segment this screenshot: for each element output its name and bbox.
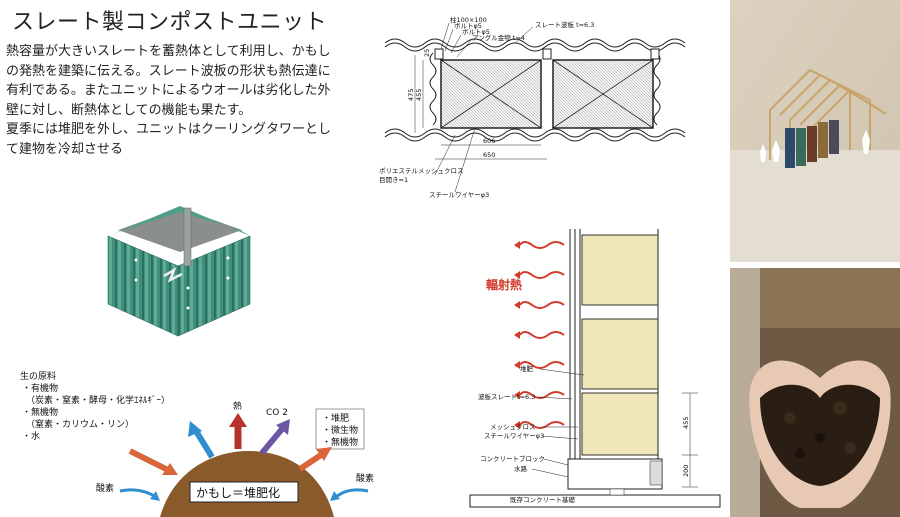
dim-200: 200 (682, 465, 690, 477)
co2-arrow (259, 419, 290, 455)
dim-455: 455 (415, 89, 423, 101)
label-bolt-2: ボルトφ5 (462, 28, 490, 36)
label-block: コンクリートブロック (480, 454, 545, 463)
unit-divider (183, 207, 192, 267)
blue-output-arrow (188, 421, 215, 459)
description-line: 壁に対し、断熱体としての機能も果たす。 (6, 102, 252, 118)
outputs-box (315, 408, 365, 450)
oxygen-label-left: 酸素 (96, 482, 114, 494)
co2-label: CO 2 (266, 408, 288, 418)
description-line: 熱容量が大きいスレートを蓄熱体として利用し、かもし (6, 44, 331, 59)
mound-label: かもし＝堆肥化 (196, 486, 280, 500)
compost-block-2 (581, 318, 659, 390)
unit-rim (108, 206, 250, 236)
raw-materials-title: 生の原料 (20, 370, 56, 382)
plan-drawing: 柱100×100 ボルトφ5 ボルトφ5 アングル金物 t=4 スレート波板 t… (379, 15, 686, 199)
dim-606: 606 (483, 137, 495, 145)
oxygen-arrow-left (119, 488, 160, 501)
page-title: スレート製コンポストユニット (12, 10, 328, 35)
heat-arrow (229, 413, 247, 449)
radiant-heat-label: 輻射熱 (486, 277, 522, 292)
radiant-heat-arrows (519, 241, 565, 429)
label-slate: 波板スレートt=6.3 (478, 392, 535, 401)
raw-materials-line: （窒素・カリウム・リン） (26, 418, 134, 430)
dim-25: 25 (423, 49, 431, 57)
model-photo (730, 0, 900, 262)
raw-materials-line: ・有機物 (22, 382, 58, 394)
unit-interior (118, 208, 242, 252)
heat-label: 熱 (233, 400, 242, 412)
oxygen-arrow-right (330, 488, 369, 501)
compost-block-3 (581, 392, 659, 456)
raw-materials-line: （炭素・窒素・酵母・化学ｴﾈﾙｷﾞｰ） (26, 394, 170, 406)
dim-650: 650 (483, 151, 495, 159)
input-arrow (128, 448, 178, 475)
unit-left-face (107, 235, 179, 337)
label-drain: 水路 (514, 464, 528, 473)
label-mesh: メッシュクロス (490, 423, 536, 431)
label-mesh: ポリエステルメッシュクロス (379, 167, 464, 175)
description-line: 有利である。またユニットによるウオールは劣化した外 (6, 83, 331, 98)
compost-block-1 (581, 234, 659, 306)
output-item: ・堆肥 (322, 413, 349, 424)
description-line: の発熱を建築に伝える。スレート波板の形状も熱伝達に (6, 63, 331, 79)
description-line: て建物を冷却させる (6, 141, 124, 157)
compost-photo (730, 268, 900, 517)
label-slate: スレート波板 t=6.3 (535, 20, 594, 29)
label-wire: スチールワイヤーφ3 (484, 432, 544, 440)
oxygen-label-right: 酸素 (356, 472, 374, 484)
label-bolt-1: ボルトφ5 (454, 22, 482, 30)
slate-unit-illustration (107, 206, 251, 337)
dim-455: 455 (682, 417, 690, 429)
unit-wire (163, 267, 183, 283)
unit-right-face (177, 235, 251, 337)
mound-label-box (189, 481, 299, 503)
label-compost: 堆肥 (520, 364, 534, 373)
label-foundation: 既存コンクリート基礎 (510, 495, 576, 504)
output-arrow (298, 447, 332, 472)
dim-475: 475 (407, 89, 415, 101)
foundation (469, 494, 721, 508)
label-angle: アングル金物 t=4 (472, 33, 525, 42)
output-item: ・微生物 (322, 424, 358, 436)
composting-diagram: かもし＝堆肥化 生の原料 ・有機物 （炭素・窒素・酵母・化学ｴﾈﾙｷﾞｰ） ・無… (20, 370, 374, 517)
description: 熱容量が大きいスレートを蓄熱体として利用し、かもし の発熱を建築に伝える。スレー… (6, 42, 374, 159)
output-item: ・無機物 (322, 436, 358, 448)
concrete-block (567, 458, 663, 490)
raw-materials-line: ・水 (22, 430, 40, 442)
description-line: 夏季には堆肥を外し、ユニットはクーリングタワーとし (6, 122, 332, 137)
section-drawing: 輻射熱 堆肥 波板スレートt=6.3 メッシュクロス スチールワイヤーφ3 コン… (469, 229, 721, 508)
raw-materials-line: ・無機物 (22, 406, 58, 418)
label-pillar: 柱100×100 (450, 15, 487, 24)
label-mesh-opening: 目開き=1 (379, 176, 408, 184)
label-wire: スチールワイヤーφ3 (429, 191, 489, 199)
